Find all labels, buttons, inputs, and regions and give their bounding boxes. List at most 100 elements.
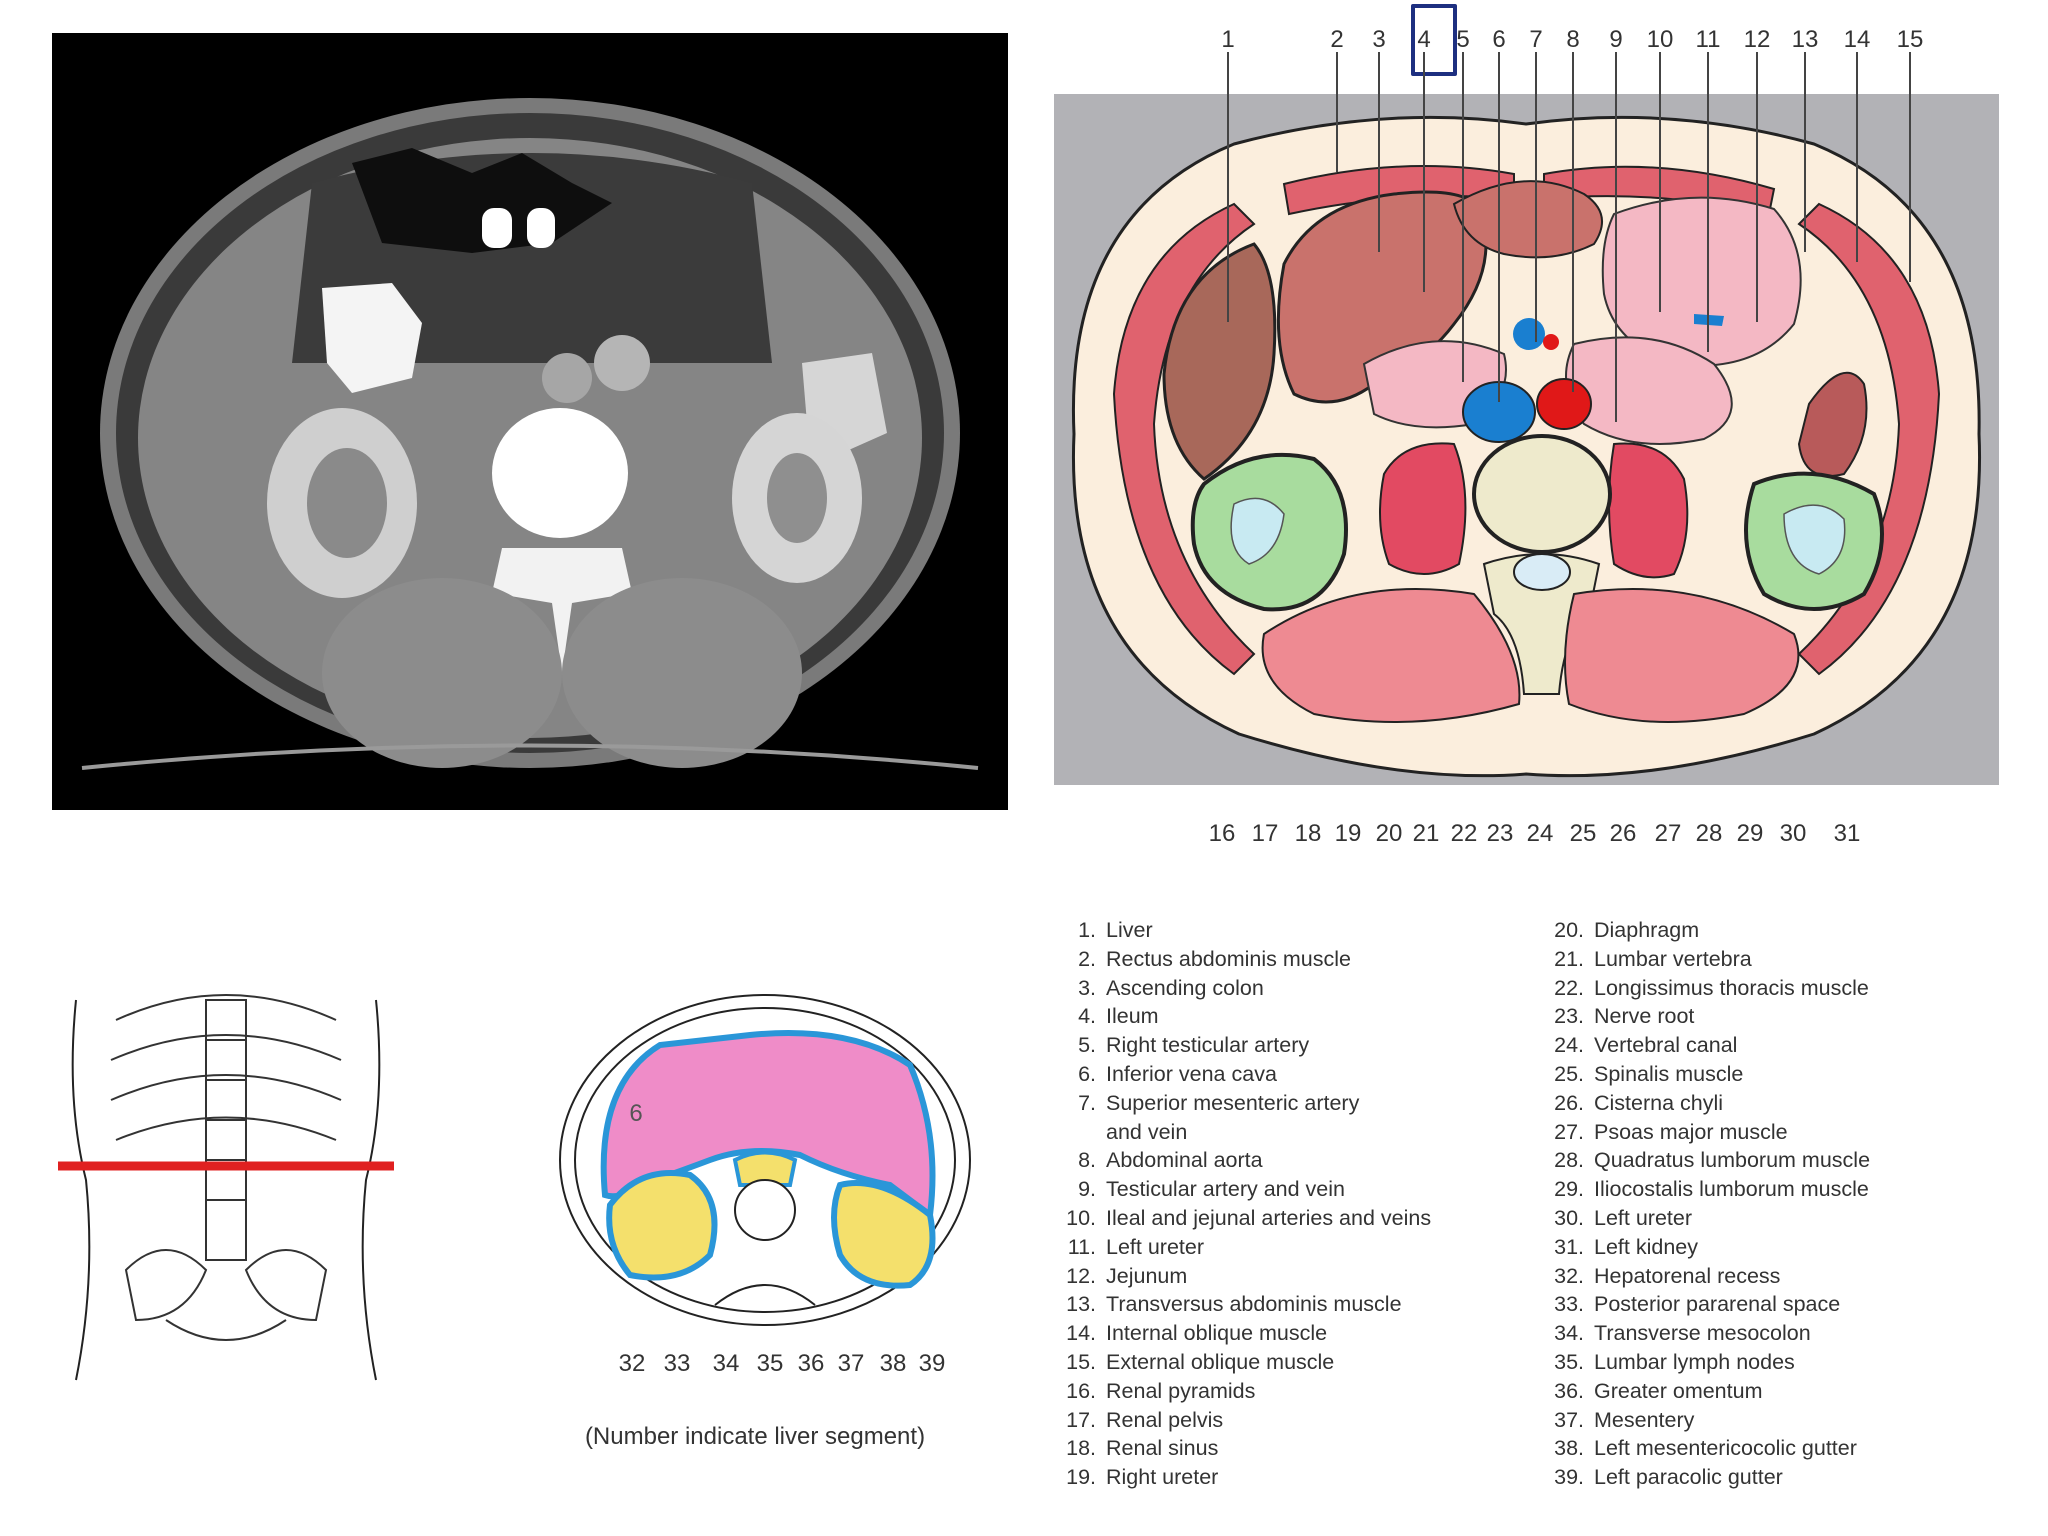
legend-item: 34.Transverse mesocolon <box>1538 1319 2018 1348</box>
legend-item-number: 18. <box>1066 1436 1096 1461</box>
legend-item-label: External oblique muscle <box>1106 1349 1335 1374</box>
leader-line-13 <box>1804 52 1806 252</box>
legend-item-number: 35. <box>1554 1349 1584 1374</box>
legend-item-number: 9. <box>1078 1177 1096 1202</box>
legend-item-number: 11. <box>1067 1234 1096 1259</box>
legend-item-label: Posterior pararenal space <box>1594 1292 1841 1317</box>
label-35: 35 <box>756 1350 784 1377</box>
label-29: 29 <box>1736 820 1764 847</box>
legend-item: 23. Nerve root <box>1538 1002 2018 1031</box>
legend-item-label: Jejunum <box>1106 1263 1188 1288</box>
selection-highlight-box <box>1411 4 1457 76</box>
diagram-bottom-labels: 16 17 18 19 20 21 22 23 24 25 26 27 28 2… <box>0 820 2048 860</box>
label-13: 13 <box>1791 26 1819 53</box>
legend-item-number: 4. <box>1078 1004 1096 1029</box>
leader-line-11 <box>1707 52 1709 352</box>
label-32: 32 <box>618 1350 646 1377</box>
leader-line-5 <box>1462 52 1464 382</box>
label-39: 39 <box>918 1350 946 1377</box>
legend-item: 26.Cisterna chyli <box>1538 1089 2018 1118</box>
legend-item-number: 37. <box>1554 1407 1584 1432</box>
legend-item: 25.Spinalis muscle <box>1538 1060 2018 1089</box>
legend-item-label: Ileum <box>1106 1004 1159 1029</box>
legend-item-label: Cisterna chyli <box>1594 1090 1724 1115</box>
leader-line-10 <box>1659 52 1661 312</box>
label-20: 20 <box>1375 820 1403 847</box>
leader-line-4 <box>1423 52 1425 292</box>
legend-item-number: 23. <box>1554 1004 1584 1029</box>
legend-item-number: 36. <box>1554 1378 1584 1403</box>
ct-scan-image <box>52 33 1008 810</box>
legend-item-label: Renal pelvis <box>1106 1407 1224 1432</box>
mini-cross-section <box>550 985 980 1365</box>
legend-item-label: Right ureter <box>1106 1465 1219 1490</box>
legend-item-label: Renal sinus <box>1106 1436 1219 1461</box>
legend-item-number: 39. <box>1554 1465 1584 1490</box>
label-15: 15 <box>1896 26 1924 53</box>
leader-line-8 <box>1572 52 1574 392</box>
legend-item-label: Ileal and jejunal arteries and veins <box>1106 1205 1432 1230</box>
legend-item: 13. Transversus abdominis muscle <box>1050 1290 1530 1319</box>
legend-item-number: 29. <box>1554 1177 1584 1202</box>
legend-item-number: 19. <box>1066 1465 1096 1490</box>
label-28: 28 <box>1695 820 1723 847</box>
legend-item: 7. Superior mesenteric artery <box>1050 1089 1530 1118</box>
legend-item-label: Diaphragm <box>1594 918 1700 942</box>
legend-item: 27.Psoas major muscle <box>1538 1118 2018 1147</box>
label-16: 16 <box>1208 820 1236 847</box>
label-34: 34 <box>712 1350 740 1377</box>
label-24: 24 <box>1526 820 1554 847</box>
legend-item: 17.Renal pelvis <box>1050 1406 1530 1435</box>
label-19: 19 <box>1334 820 1362 847</box>
leader-line-9 <box>1615 52 1617 422</box>
legend-item: 12.Jejunum <box>1050 1262 1530 1291</box>
legend-item-number: 1. <box>1078 918 1096 942</box>
label-36: 36 <box>797 1350 825 1377</box>
label-17: 17 <box>1251 820 1279 847</box>
legend-item-number: 13. <box>1066 1292 1096 1317</box>
legend-item: 31.Left kidney <box>1538 1233 2018 1262</box>
label-25: 25 <box>1569 820 1597 847</box>
mini-labels: 32 33 34 35 36 37 38 39 <box>0 1350 2048 1384</box>
legend-item-label: Mesentery <box>1594 1407 1695 1432</box>
legend-item-label: Lumbar lymph nodes <box>1594 1349 1795 1374</box>
legend-item-label: Left ureter <box>1594 1205 1692 1230</box>
legend-item-number: 30. <box>1554 1205 1584 1230</box>
leader-line-2 <box>1336 52 1338 172</box>
leader-line-14 <box>1856 52 1858 262</box>
legend-item-label: and vein <box>1106 1119 1188 1144</box>
legend-item-label: Superior mesenteric artery <box>1106 1090 1360 1115</box>
legend-item: 37. Mesentery <box>1538 1406 2018 1435</box>
legend-item-number: 22. <box>1554 975 1584 1000</box>
label-3: 3 <box>1372 26 1386 53</box>
legend-item-number <box>1050 1118 1106 1147</box>
legend-item: 20.Diaphragm <box>1538 916 2018 945</box>
legend-item: 19. Right ureter <box>1050 1463 1530 1492</box>
anatomy-cross-section-diagram <box>1054 94 1999 785</box>
legend-item: 5.Right testicular artery <box>1050 1031 1530 1060</box>
mini-caption: (Number indicate liver segment) <box>584 1423 926 1450</box>
body-skeleton-outline <box>56 980 396 1410</box>
legend-item: 6.Inferior vena cava <box>1050 1060 1530 1089</box>
legend-item-number: 21. <box>1554 946 1584 971</box>
legend-item-label: Testicular artery and vein <box>1106 1177 1345 1202</box>
legend-item-label: Liver <box>1106 918 1153 942</box>
legend-item-number: 34. <box>1554 1321 1584 1346</box>
legend-item-label: Right testicular artery <box>1106 1033 1310 1058</box>
legend-item-number: 32. <box>1554 1263 1584 1288</box>
liver-segment-label: 6 <box>629 1100 643 1127</box>
legend-item: 39.Left paracolic gutter <box>1538 1463 2018 1492</box>
legend-item-label: Nerve root <box>1594 1004 1695 1029</box>
legend-item-number: 7. <box>1078 1090 1096 1115</box>
label-30: 30 <box>1779 820 1807 847</box>
legend-item-label: Internal oblique muscle <box>1106 1321 1328 1346</box>
legend-item: 1. Liver <box>1050 916 1530 945</box>
legend-item-label: Left mesentericocolic gutter <box>1594 1436 1857 1461</box>
label-23: 23 <box>1486 820 1514 847</box>
legend-item-label: Ascending colon <box>1106 975 1264 1000</box>
leader-line-12 <box>1756 52 1758 322</box>
legend-item-label: Transversus abdominis muscle <box>1106 1292 1402 1317</box>
legend-item-number: 27. <box>1554 1119 1584 1144</box>
legend-item-label: Rectus abdominis muscle <box>1106 946 1351 971</box>
